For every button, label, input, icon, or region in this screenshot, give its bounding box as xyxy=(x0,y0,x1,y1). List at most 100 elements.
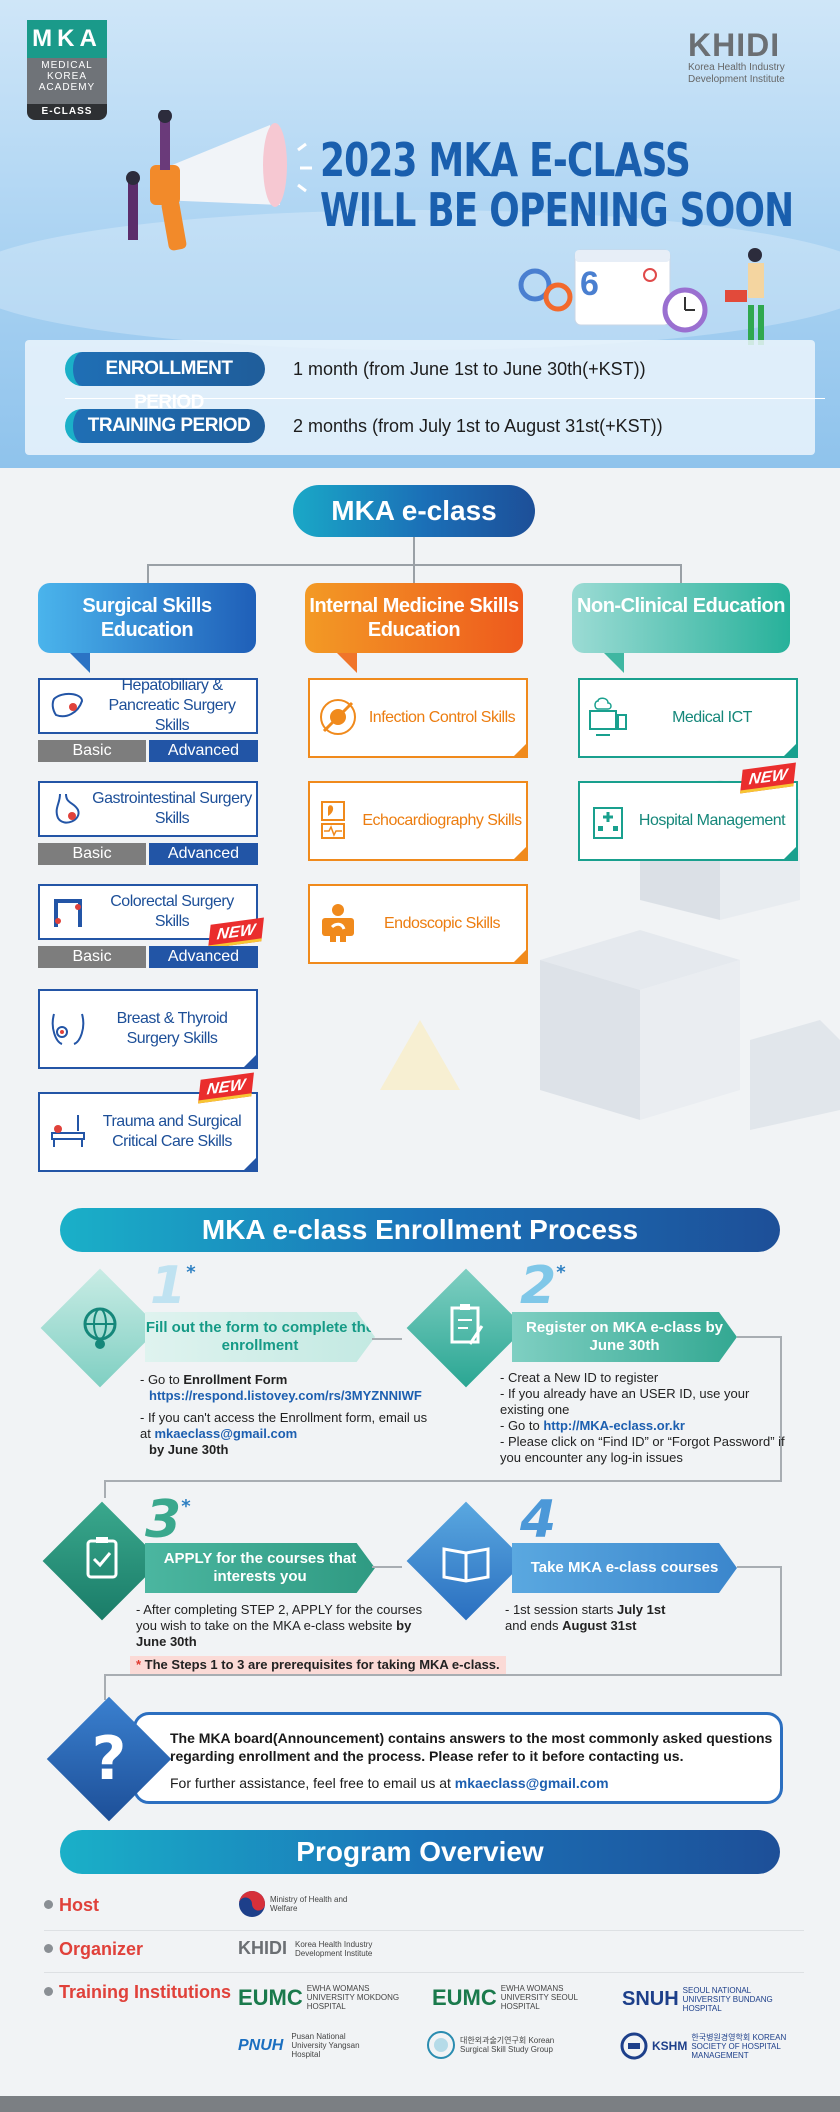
enrollment-process-title: MKA e-class Enrollment Process xyxy=(60,1208,780,1252)
kshm-mark: KSHM xyxy=(652,2039,688,2053)
khidi-logo-sub: Korea Health Industry Development Instit… xyxy=(688,62,785,85)
step4-number: 4 xyxy=(520,1490,556,1550)
course-hospital-management[interactable]: Hospital Management xyxy=(578,781,798,861)
overview-divider-2 xyxy=(44,1972,804,1973)
institution-kssg: 대한외과술기연구회 Korean Surgical Skill Study Gr… xyxy=(426,2030,570,2060)
training-institutions-label: Training Institutions xyxy=(44,1982,231,2003)
calendar-illustration: 6 xyxy=(518,248,764,345)
organizer-org: KHIDI Korea Health Industry Development … xyxy=(238,1938,385,1959)
virus-icon xyxy=(320,699,356,735)
step2-text-c: - Go to xyxy=(500,1418,544,1433)
card-corner xyxy=(242,1053,258,1069)
course-infection-control[interactable]: Infection Control Skills xyxy=(308,678,528,758)
card-corner xyxy=(512,948,528,964)
course-echocardiography[interactable]: Echocardiography Skills xyxy=(308,781,528,861)
card-corner xyxy=(512,845,528,861)
medical-ict-icon xyxy=(589,697,627,736)
course-medical-ict-label: Medical ICT xyxy=(672,709,752,726)
flow-arrow-3-4 xyxy=(372,1566,402,1568)
host-org: Ministry of Health and Welfare xyxy=(238,1890,350,1918)
triangle-decor xyxy=(380,1020,460,1090)
clipboard-check-icon xyxy=(86,1537,118,1579)
faq-email-link[interactable]: mkaeclass@gmail.com xyxy=(454,1775,609,1791)
endoscope-icon xyxy=(322,904,354,942)
level-basic[interactable]: Basic xyxy=(38,740,146,762)
period-divider xyxy=(65,398,825,399)
bottom-bar xyxy=(0,2096,840,2112)
step2-tag: Register on MKA e-class by June 30th xyxy=(512,1312,737,1362)
inst5-name: 대한외과술기연구회 Korean Surgical Skill Study Gr… xyxy=(460,2036,555,2054)
mka-logo-bottom: E-CLASS xyxy=(27,104,107,120)
course-gastrointestinal-label: Gastrointestinal Surgery Skills xyxy=(92,790,252,827)
course-hepatobiliary-label: Hepatobiliary & Pancreatic Surgery Skill… xyxy=(108,677,236,734)
open-book-icon xyxy=(442,1547,490,1583)
flow-line-2d xyxy=(104,1480,106,1498)
clipboard-pen-icon xyxy=(450,1304,484,1345)
step1-email-link[interactable]: mkaeclass@gmail.com xyxy=(154,1426,298,1441)
category-nonclinical-label: Non-Clinical Education xyxy=(577,595,785,617)
inst3-name: SEOUL NATIONAL UNIVERSITY BUNDANG HOSPIT… xyxy=(682,1986,773,2013)
step1-number-digit: 1 xyxy=(150,1256,187,1316)
levels-gastrointestinal: Basic Advanced xyxy=(38,843,258,865)
training-period-row: TRAINING PERIOD 2 months (from July 1st … xyxy=(65,407,825,445)
category-nonclinical-tail xyxy=(604,653,624,673)
level-advanced[interactable]: Advanced xyxy=(149,843,258,865)
organizer-label: Organizer xyxy=(44,1939,143,1960)
step2-text-a: - Creat a New ID to register xyxy=(500,1370,659,1385)
step3-number: 3* xyxy=(145,1490,191,1550)
card-corner xyxy=(512,742,528,758)
overview-divider-1 xyxy=(44,1930,804,1931)
course-hospital-management-label: Hospital Management xyxy=(638,812,786,829)
card-corner xyxy=(242,1156,258,1172)
note-star: * xyxy=(136,1657,142,1672)
question-mark-icon: ? xyxy=(91,1724,127,1794)
step2-number-digit: 2 xyxy=(520,1256,557,1316)
step1-tag: Fill out the form to complete the enroll… xyxy=(145,1312,375,1362)
eumc-mark: EUMC xyxy=(432,1984,497,2010)
level-advanced[interactable]: Advanced xyxy=(149,946,258,968)
course-breast-thyroid[interactable]: Breast & Thyroid Surgery Skills xyxy=(38,989,258,1069)
tree-line-right xyxy=(680,564,682,584)
inst4-name: Pusan National University Yangsan Hospit… xyxy=(291,2032,360,2059)
step3-deadline: by June 30th xyxy=(136,1618,412,1649)
training-institutions-label-text: Training Institutions xyxy=(59,1982,231,2002)
step1-star: * xyxy=(186,1262,196,1283)
step2-website-link[interactable]: http://MKA-eclass.or.kr xyxy=(543,1418,685,1433)
institution-kshm: KSHM 한국병원경영학회 KOREAN SOCIETY OF HOSPITAL… xyxy=(620,2032,791,2060)
institution-snuh: SNUH SEOUL NATIONAL UNIVERSITY BUNDANG H… xyxy=(622,1986,793,2013)
course-hepatobiliary[interactable]: Hepatobiliary & Pancreatic Surgery Skill… xyxy=(38,677,258,734)
course-medical-ict[interactable]: Medical ICT xyxy=(578,678,798,758)
course-gastrointestinal[interactable]: Gastrointestinal Surgery Skills xyxy=(38,781,258,837)
training-period-label: TRAINING PERIOD xyxy=(65,409,265,443)
eumc-mark: EUMC xyxy=(238,1984,303,2010)
enrollment-period-row: ENROLLMENT PERIOD 1 month (from June 1st… xyxy=(65,350,825,413)
level-basic[interactable]: Basic xyxy=(38,946,146,968)
level-advanced[interactable]: Advanced xyxy=(149,740,258,762)
course-endoscopic[interactable]: Endoscopic Skills xyxy=(308,884,528,964)
mka-logo: MKA MEDICAL KOREA ACADEMY E-CLASS xyxy=(27,20,107,120)
step1-text-b: - If you can't access the Enrollment for… xyxy=(140,1410,428,1441)
tree-line-vertical xyxy=(413,537,415,565)
category-internal: Internal Medicine Skills Education xyxy=(305,583,523,673)
step2-description: - Creat a New ID to register - If you al… xyxy=(500,1370,790,1466)
step4-description: - 1st session starts July 1st and ends A… xyxy=(505,1602,725,1634)
institution-eumc-mokdong: EUMC EWHA WOMANS UNIVERSITY MOKDONG HOSP… xyxy=(238,1984,417,2011)
step2-text-d: - Please click on “Find ID” or “Forgot P… xyxy=(500,1434,785,1465)
bullet-dot xyxy=(44,1986,53,1996)
organizer-label-text: Organizer xyxy=(59,1939,144,1959)
course-infection-control-label: Infection Control Skills xyxy=(368,709,516,726)
note-text: The Steps 1 to 3 are prerequisites for t… xyxy=(141,1657,500,1672)
faq-box: The MKA board(Announcement) contains ans… xyxy=(133,1712,783,1804)
level-basic[interactable]: Basic xyxy=(38,843,146,865)
program-overview-title: Program Overview xyxy=(60,1830,780,1874)
course-trauma-label: Trauma and Surgical Critical Care Skills xyxy=(102,1113,242,1150)
flow-line-2a xyxy=(737,1336,782,1338)
course-colorectal-label: Colorectal Surgery Skills xyxy=(110,893,234,930)
host-label-text: Host xyxy=(59,1895,99,1915)
inst2-name: EWHA WOMANS UNIVERSITY SEOUL HOSPITAL xyxy=(500,1984,578,2011)
category-surgical-label: Surgical Skills Education xyxy=(82,595,212,641)
step1-enrollment-link[interactable]: https://respond.listovey.com/rs/3MYZNNIW… xyxy=(149,1388,422,1403)
course-trauma[interactable]: Trauma and Surgical Critical Care Skills xyxy=(38,1092,258,1172)
prerequisite-note: * The Steps 1 to 3 are prerequisites for… xyxy=(130,1656,506,1674)
taegeuk-icon xyxy=(239,1891,265,1917)
